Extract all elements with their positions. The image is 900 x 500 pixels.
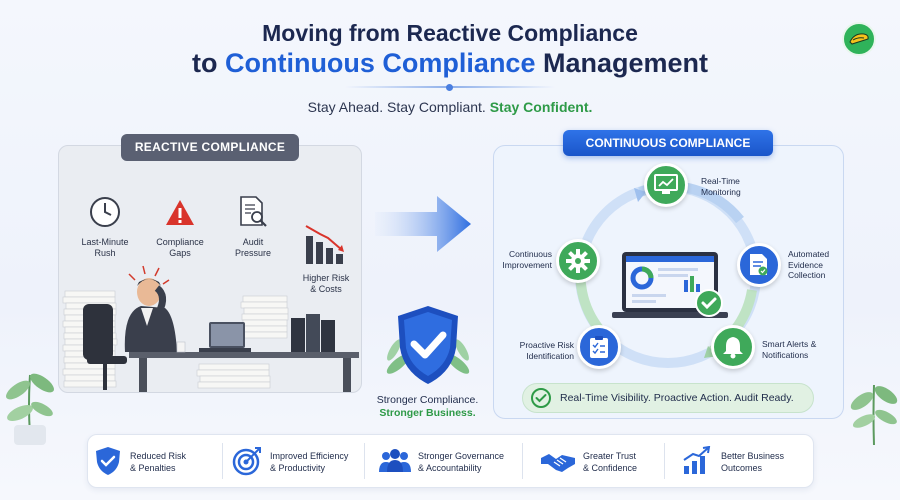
target-icon: [232, 447, 261, 476]
issue-label-risk: Higher Risk & Costs: [302, 273, 350, 294]
benefit-divider: [364, 443, 365, 479]
bell-icon: [723, 337, 743, 359]
visibility-summary-text: Real-Time Visibility. Proactive Action. …: [560, 392, 794, 404]
brand-logo-icon: [842, 22, 876, 56]
benefit-outcomes: Better Business Outcomes: [721, 451, 785, 473]
declining-chart-icon: [305, 225, 344, 264]
node-automated-evidence: [737, 243, 781, 287]
center-tagline-line2: Stronger Business.: [379, 407, 476, 419]
node-smart-alerts: [711, 325, 755, 369]
center-tagline-line1: Stronger Compliance.: [376, 394, 479, 406]
title-line-2: to Continuous Compliance Management: [0, 48, 900, 79]
handshake-icon: [541, 454, 575, 472]
plant-right-icon: [850, 384, 898, 445]
team-icon: [379, 449, 411, 472]
title-prefix: to: [191, 48, 218, 78]
title-highlight: Continuous Compliance: [224, 48, 536, 78]
node-continuous-improvement: [556, 239, 600, 283]
benefit-divider: [222, 443, 223, 479]
plant-left-icon: [6, 373, 54, 445]
title-line-1: Moving from Reactive Compliance: [262, 20, 638, 46]
reactive-compliance-panel: [58, 145, 362, 393]
clipboard-check-icon: [590, 336, 608, 358]
visibility-summary-bar: [522, 383, 814, 413]
tagline-main: Stay Ahead. Stay Compliant.: [307, 99, 486, 115]
benefit-reduced-risk: Reduced Risk & Penalties: [130, 451, 187, 473]
evidence-document-icon: [750, 254, 768, 276]
warning-icon: [166, 200, 194, 225]
label-smart-alerts: Smart Alerts & Notifications: [762, 339, 817, 360]
issue-label-rush: Last-Minute Rush: [81, 237, 129, 258]
document-search-icon: [240, 196, 267, 227]
continuous-compliance-badge: CONTINUOUS COMPLIANCE: [563, 130, 773, 156]
node-proactive-risk: [577, 325, 621, 369]
title-suffix: Management: [542, 48, 709, 78]
reactive-compliance-badge: REACTIVE COMPLIANCE: [121, 134, 299, 161]
benefit-divider: [664, 443, 665, 479]
label-real-time-monitoring: Real-Time Monitoring: [701, 176, 741, 197]
label-automated-evidence: Automated Evidence Collection: [788, 249, 830, 280]
gear-icon: [566, 249, 590, 273]
tagline: Stay Ahead. Stay Compliant. Stay Confide…: [0, 99, 900, 115]
monitor-chart-icon: [654, 174, 678, 194]
transition-arrow-icon: [375, 196, 471, 252]
growth-chart-icon: [683, 446, 711, 474]
stressed-worker-illustration: [62, 265, 359, 392]
clock-icon: [90, 197, 120, 227]
check-badge-icon: [695, 289, 723, 317]
dashboard-laptop-icon: [612, 252, 728, 318]
issue-label-audit: Audit Pressure: [234, 237, 271, 258]
tagline-highlight: Stay Confident.: [489, 99, 593, 115]
issue-label-gaps: Compliance Gaps: [156, 237, 204, 258]
benefit-governance: Stronger Governance & Accountability: [418, 451, 505, 473]
benefit-efficiency: Improved Efficiency & Productivity: [270, 451, 349, 473]
label-continuous-improvement: Continuous Improvement: [502, 249, 552, 270]
node-real-time-monitoring: [644, 163, 688, 207]
benefit-trust: Greater Trust & Confidence: [583, 451, 638, 473]
check-circle-icon: [531, 388, 551, 408]
shield-check-icon: [96, 447, 120, 475]
label-proactive-risk: Proactive Risk Identification: [519, 340, 574, 361]
title-divider-dot: [446, 84, 453, 91]
benefit-divider: [522, 443, 523, 479]
shield-check-icon: [386, 306, 470, 384]
